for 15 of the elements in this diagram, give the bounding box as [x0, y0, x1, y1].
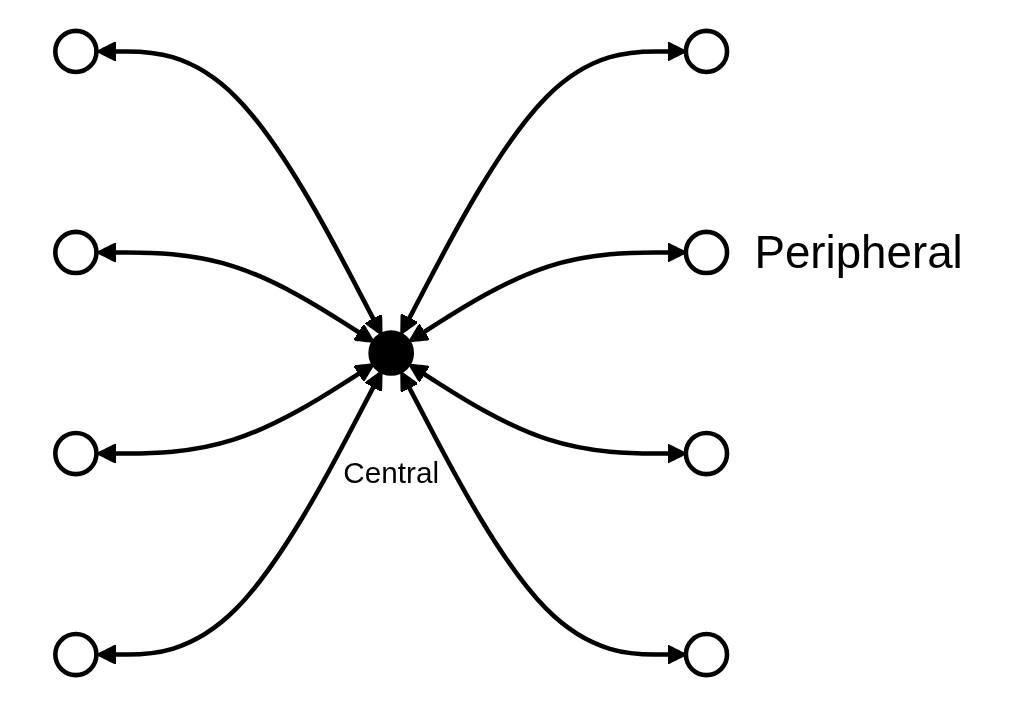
node-circle	[53, 430, 99, 476]
node-caption: Peripheral	[754, 226, 963, 278]
node-caption: Central	[343, 455, 439, 489]
hub-node-circle	[368, 329, 415, 376]
double-headed-arrow	[400, 370, 687, 665]
node-circle	[683, 631, 730, 677]
node-circle	[53, 631, 99, 677]
node-circle	[683, 430, 730, 476]
node-circle	[53, 229, 99, 275]
node-circle	[53, 28, 99, 74]
double-headed-arrow	[408, 363, 687, 464]
double-headed-arrow	[400, 40, 687, 335]
double-headed-arrow	[408, 241, 687, 342]
node-circle	[683, 229, 730, 275]
node-circle	[683, 28, 730, 74]
